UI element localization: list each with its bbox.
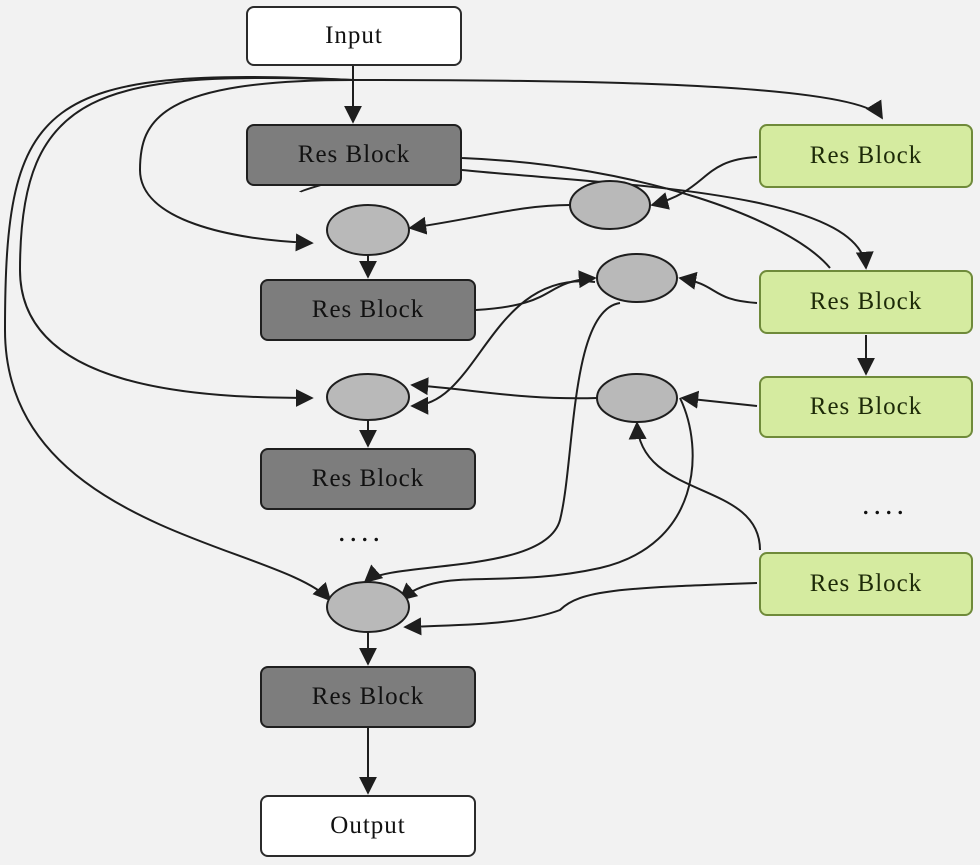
- res-block-right-4: Res Block: [759, 552, 973, 616]
- res-block-label: Res Block: [311, 465, 425, 492]
- edge-node5-to-node3: [410, 377, 598, 400]
- input-label: Input: [325, 22, 383, 49]
- edge-input-to-final-node: [3, 76, 354, 602]
- edge-node4-to-node3: [410, 280, 596, 415]
- merge-node-final: [326, 581, 410, 633]
- edge-input-to-node3: [18, 76, 354, 407]
- edge-node5-to-final-node: [398, 397, 694, 602]
- res-block-left-4: Res Block: [260, 666, 476, 728]
- input-box: Input: [246, 6, 462, 66]
- edge-right4-to-node5: [628, 421, 761, 551]
- res-block-left-2: Res Block: [260, 279, 476, 341]
- res-block-left-1: Res Block: [246, 124, 462, 186]
- edge-node4-to-final-node: [363, 302, 621, 584]
- merge-node-2: [569, 180, 651, 230]
- merge-node-4: [596, 253, 678, 303]
- merge-node-5: [596, 373, 678, 423]
- output-box: Output: [260, 795, 476, 857]
- edge-right1-to-node2: [650, 156, 758, 210]
- edge-node2-to-node1: [408, 204, 571, 235]
- edge-right4-to-final-node: [403, 582, 758, 636]
- edge-block1-to-right2: [461, 169, 874, 270]
- res-block-right-3: Res Block: [759, 376, 973, 438]
- edge-input-to-right1: [352, 79, 883, 120]
- res-block-right-1: Res Block: [759, 124, 973, 188]
- output-label: Output: [330, 812, 406, 839]
- ellipsis-left: ....: [338, 515, 384, 548]
- edge-block2-to-node4: [475, 270, 597, 311]
- res-block-label: Res Block: [809, 142, 923, 169]
- res-block-label: Res Block: [809, 393, 923, 420]
- res-block-label: Res Block: [809, 288, 923, 315]
- merge-node-1: [326, 204, 410, 256]
- merge-node-3: [326, 373, 410, 421]
- res-block-label: Res Block: [311, 296, 425, 323]
- res-block-left-3: Res Block: [260, 448, 476, 510]
- res-block-label: Res Block: [311, 683, 425, 710]
- ellipsis-right: ....: [862, 488, 908, 521]
- res-block-right-2: Res Block: [759, 270, 973, 334]
- res-block-label: Res Block: [297, 141, 411, 168]
- edge-right2-to-node4: [678, 271, 758, 304]
- res-block-label: Res Block: [809, 570, 923, 597]
- edge-right3-to-node5: [680, 390, 758, 409]
- edge-input-to-node1: [138, 79, 354, 252]
